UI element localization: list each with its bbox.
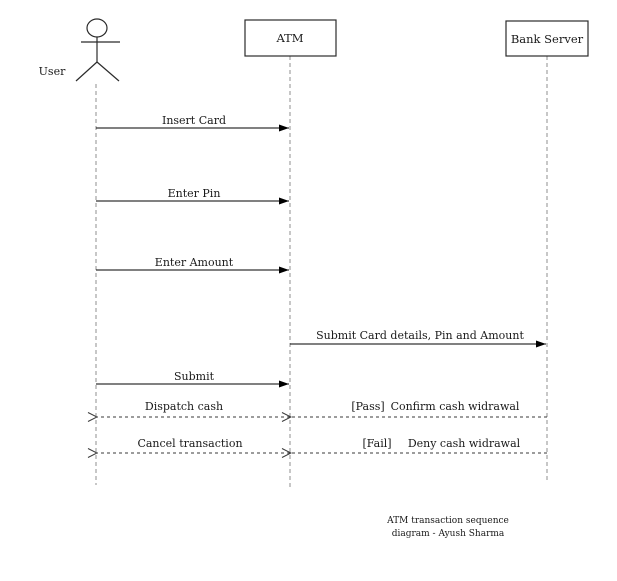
actor-user-label: User <box>39 65 66 78</box>
message-label: Confirm cash widrawal <box>391 400 520 413</box>
message-label: Enter Amount <box>155 256 234 269</box>
message-label: Submit Card details, Pin and Amount <box>316 329 524 342</box>
actor-left-leg <box>75 61 98 82</box>
message-guard: [Fail] <box>362 437 391 450</box>
participant-atm-label: ATM <box>275 31 303 45</box>
participant-atm-box <box>244 19 337 57</box>
message-insert-card: Insert Card <box>96 114 289 132</box>
message-submit-card-details: Submit Card details, Pin and Amount <box>290 329 546 348</box>
message-enter-pin: Enter Pin <box>96 187 289 205</box>
message-enter-amount: Enter Amount <box>96 256 289 274</box>
message-dispatch-cash: Dispatch cash <box>97 400 290 417</box>
participant-bank-server-label: Bank Server <box>511 32 584 46</box>
message-submit: Submit <box>96 370 289 388</box>
message-label: Submit <box>174 370 215 383</box>
message-label: Deny cash widrawal <box>408 437 521 450</box>
message-guard: [Pass] <box>351 400 384 413</box>
participant-bank-server-box <box>505 20 589 57</box>
caption: ATM transaction sequence diagram - Ayush… <box>386 516 509 539</box>
actor-user: User <box>39 18 120 82</box>
message-label: Enter Pin <box>168 187 221 200</box>
caption-line-1: ATM transaction sequence <box>386 516 509 526</box>
caption-line-2: diagram - Ayush Sharma <box>392 529 505 539</box>
message-confirm-cash-widrawal: [Pass] Confirm cash widrawal <box>291 400 547 417</box>
participant-bank-server: Bank Server <box>505 20 589 57</box>
actor-right-leg <box>96 61 120 82</box>
message-deny-cash-widrawal: [Fail] Deny cash widrawal <box>291 437 547 453</box>
actor-head <box>86 18 108 38</box>
message-label: Dispatch cash <box>145 400 223 413</box>
participant-atm: ATM <box>244 19 337 57</box>
message-label: Insert Card <box>162 114 226 127</box>
message-label: Cancel transaction <box>137 437 242 450</box>
message-cancel-transaction: Cancel transaction <box>97 437 290 453</box>
